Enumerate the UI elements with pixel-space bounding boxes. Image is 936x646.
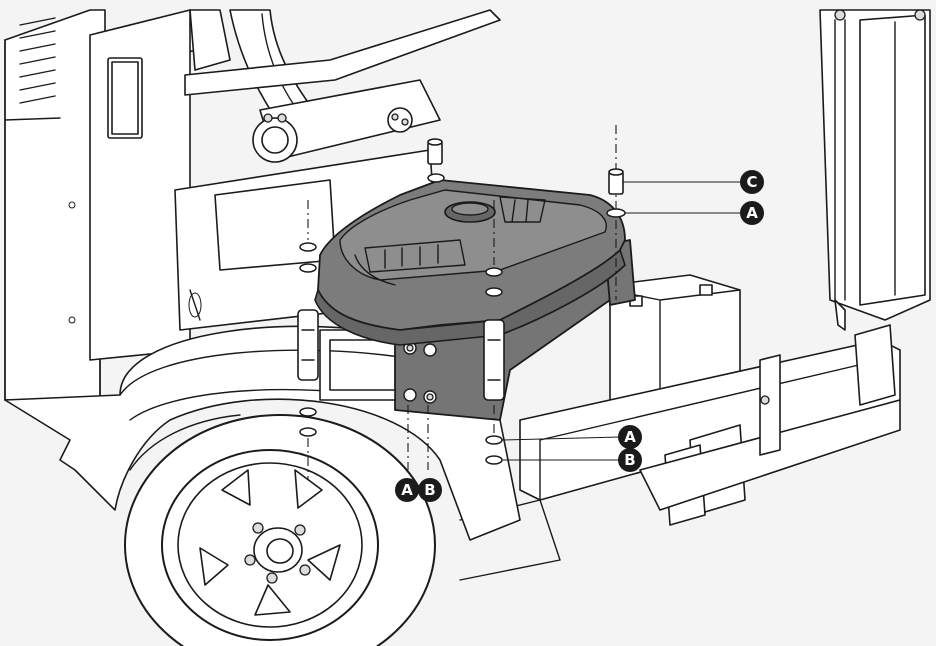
callout-a-lower-right: A [618, 425, 642, 449]
vent-slots [19, 17, 56, 104]
bolt-icon [608, 168, 624, 195]
washer-icon [485, 455, 503, 465]
washer-icon [299, 427, 317, 437]
fuel-tank-icon [314, 179, 626, 346]
washer-icon [299, 407, 317, 417]
svg-text:A: A [746, 204, 758, 222]
tank-ribs [364, 196, 546, 273]
machine-body [4, 9, 196, 401]
callout-b-bottom: B [418, 478, 442, 502]
callout-a-top-right: A [740, 201, 764, 225]
washer-icon [299, 242, 317, 252]
spacer-icon [483, 319, 505, 401]
hardware [297, 125, 626, 480]
washer-icon [427, 173, 445, 183]
wheel-icon [124, 414, 436, 646]
svg-text:A: A [401, 481, 413, 499]
callout-a-bottom: A [395, 478, 419, 502]
bolt-icon [427, 138, 443, 165]
svg-text:B: B [624, 451, 635, 469]
leader-lines [501, 181, 742, 461]
spacer-icon [297, 309, 319, 381]
washer-icon [485, 267, 503, 277]
washer-icon [485, 435, 503, 445]
callout-b-lower-right: B [618, 448, 642, 472]
washer-icon [485, 287, 503, 297]
callout-c-top-right: C [740, 170, 764, 194]
svg-text:B: B [424, 481, 435, 499]
right-cabinet [819, 9, 931, 331]
svg-text:A: A [624, 428, 636, 446]
washer-icon [606, 208, 626, 218]
svg-text:C: C [746, 173, 757, 191]
fender-and-wheel [4, 325, 521, 646]
washer-icon [299, 263, 317, 273]
